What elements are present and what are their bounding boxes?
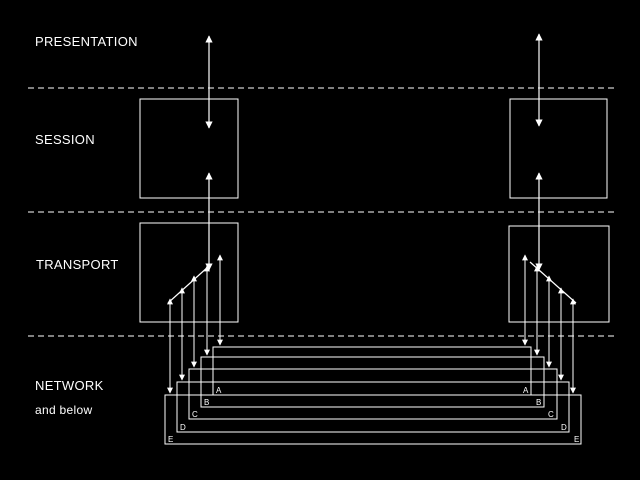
- layer-label-network-sub: and below: [35, 403, 93, 417]
- path-label-e-right: E: [574, 435, 579, 444]
- layer-label-network: NETWORK: [35, 378, 104, 393]
- path-label-b-right: B: [536, 398, 541, 407]
- network-path-a: [212, 346, 532, 396]
- transport-box-left: [139, 222, 239, 323]
- upper-arrows: [205, 33, 543, 271]
- connection-arrows-left: [167, 254, 223, 394]
- path-label-d-left: D: [180, 423, 186, 432]
- network-paths: [164, 346, 582, 445]
- path-label-a-right: A: [523, 386, 529, 395]
- transport-box-right: [508, 225, 610, 323]
- path-label-c-right: C: [548, 410, 554, 419]
- network-path-d: [176, 381, 570, 433]
- path-label-a-left: A: [216, 386, 222, 395]
- path-label-c-left: C: [192, 410, 198, 419]
- layer-label-transport: TRANSPORT: [36, 257, 119, 272]
- path-label-d-right: D: [561, 423, 567, 432]
- transport-fanout: [167, 261, 577, 304]
- network-path-b: [200, 356, 545, 408]
- network-path-e: [164, 394, 582, 445]
- session-box-left: [139, 98, 239, 199]
- layer-label-presentation: PRESENTATION: [35, 34, 138, 49]
- path-label-e-left: E: [168, 435, 173, 444]
- fanout-left: [167, 265, 210, 304]
- session-box-right: [509, 98, 608, 199]
- path-labels: A A B B C C D D E E: [168, 386, 579, 444]
- layer-separators: [28, 87, 614, 337]
- layer-label-session: SESSION: [35, 132, 95, 147]
- layer-boxes: [139, 98, 610, 323]
- network-path-c: [188, 368, 558, 420]
- path-label-b-left: B: [204, 398, 209, 407]
- connection-arrows-right: [522, 254, 576, 394]
